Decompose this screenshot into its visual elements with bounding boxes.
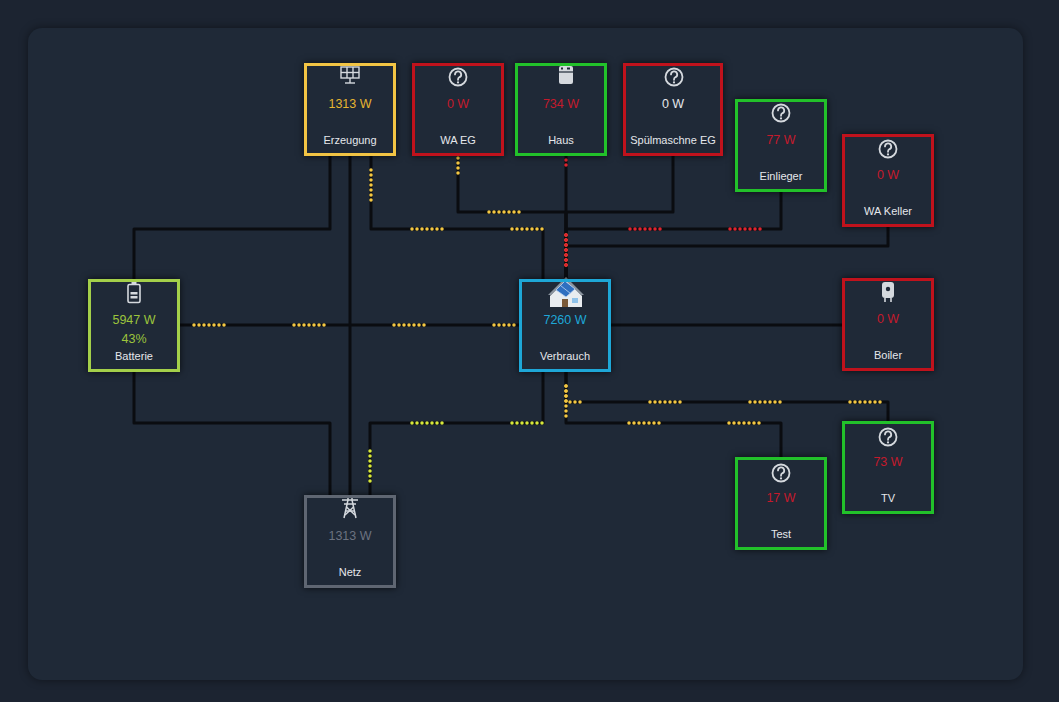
power-box: 5947 W 43%Batterie xyxy=(88,279,180,372)
power-value: 0 W xyxy=(415,96,501,112)
flow-line xyxy=(611,324,842,327)
solar-icon xyxy=(341,67,359,83)
boiler-icon xyxy=(882,282,894,302)
node-label: WA EG xyxy=(415,132,501,148)
flow-line xyxy=(458,156,566,279)
flow-line xyxy=(134,156,330,279)
power-box: 0 W WA EG xyxy=(412,63,504,156)
power-box: 734 W Haus xyxy=(515,63,607,156)
node-label: Verbrauch xyxy=(522,348,608,364)
power-value: 1313 W xyxy=(307,96,393,112)
pylon-icon xyxy=(342,497,358,518)
power-box: 0 W Spülmaschne EG xyxy=(623,63,723,156)
flow-line xyxy=(134,372,330,495)
flow-dots xyxy=(180,323,519,327)
flow-dots xyxy=(566,192,781,279)
power-value: 5947 W xyxy=(91,312,177,328)
unknown-icon xyxy=(666,69,683,86)
flow-dots xyxy=(566,372,888,421)
flow-dots xyxy=(458,156,566,279)
node-label: TV xyxy=(845,490,931,506)
flow-line xyxy=(370,372,543,495)
power-box: 0 W WA Keller xyxy=(842,134,934,227)
power-value: 7260 W xyxy=(522,312,608,328)
power-value: 43% xyxy=(91,331,177,347)
power-box: 0 W Boiler xyxy=(842,278,934,371)
node-label: Boiler xyxy=(845,347,931,363)
power-value: 1313 W xyxy=(307,528,393,544)
node-label: Spülmaschne EG xyxy=(626,132,720,148)
node-label: Einlieger xyxy=(738,168,824,184)
power-value: 0 W xyxy=(845,167,931,183)
node-label: Netz xyxy=(307,564,393,580)
power-box: 1313 W Erzeugung xyxy=(304,63,396,156)
power-value: 77 W xyxy=(738,132,824,148)
node-label: Test xyxy=(738,526,824,542)
battery-icon xyxy=(128,282,140,303)
node-label: WA Keller xyxy=(845,203,931,219)
flow-line xyxy=(180,324,519,327)
node-label: Erzeugung xyxy=(307,132,393,148)
flow-dots xyxy=(566,372,781,457)
unknown-icon xyxy=(880,141,897,158)
flow-line xyxy=(566,192,781,279)
power-value: 0 W xyxy=(626,96,720,112)
appliance-icon xyxy=(559,66,573,84)
power-value: 17 W xyxy=(738,490,824,506)
flow-dots xyxy=(370,372,543,495)
node-label: Batterie xyxy=(91,348,177,364)
power-box: 77 W Einlieger xyxy=(735,99,827,192)
power-box: 73 W TV xyxy=(842,421,934,514)
unknown-icon xyxy=(450,69,467,86)
flow-dots xyxy=(371,156,543,279)
flow-line xyxy=(566,156,673,279)
power-value: 0 W xyxy=(845,311,931,327)
power-value: 73 W xyxy=(845,454,931,470)
power-value: 734 W xyxy=(518,96,604,112)
unknown-icon xyxy=(880,429,897,446)
power-box: 17 W Test xyxy=(735,457,827,550)
power-box: 1313 W Netz xyxy=(304,495,396,588)
unknown-icon xyxy=(773,465,790,482)
power-box: 7260 W Verbrauch xyxy=(519,279,611,372)
flow-line xyxy=(566,372,888,421)
flow-line xyxy=(566,227,888,279)
unknown-icon xyxy=(773,105,790,122)
flow-line xyxy=(566,372,781,457)
node-label: Haus xyxy=(518,132,604,148)
